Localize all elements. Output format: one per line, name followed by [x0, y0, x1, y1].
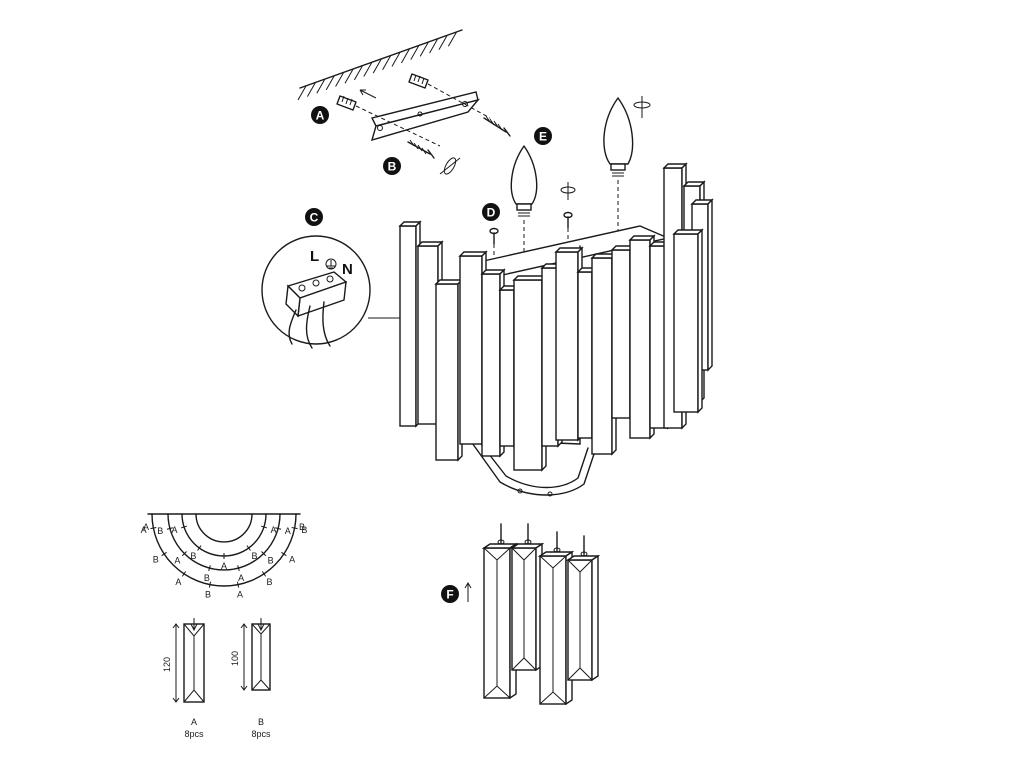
svg-text:F: F [446, 588, 453, 602]
crystal-a-letter: A [191, 717, 197, 727]
layout-position-label: A [175, 577, 181, 587]
hanging-crystal [565, 535, 601, 682]
crystal-bar [398, 220, 422, 428]
layout-position-label: A [238, 573, 244, 583]
layout-position-label: B [205, 589, 211, 599]
layout-position-label: A [172, 525, 178, 535]
wiring-detail: L N [261, 235, 410, 349]
layout-position-label: A [289, 555, 295, 565]
hanging-crystal [509, 523, 545, 672]
wall-mounting-group [297, 29, 511, 175]
layout-position-label: A [285, 526, 291, 536]
layout-position-label: B [153, 555, 159, 565]
fixing-screw-left [489, 227, 499, 262]
layout-position-label: B [268, 556, 274, 566]
layout-position-label: A [221, 561, 227, 571]
layout-position-label: B [252, 551, 258, 561]
layout-position-label: A [143, 522, 149, 532]
wall-plug-left [336, 95, 357, 111]
svg-text:B: B [388, 160, 397, 174]
screw-right [483, 115, 511, 137]
step-badge-d: D [482, 203, 500, 221]
neutral-label: N [342, 261, 353, 278]
live-label: L [310, 248, 319, 265]
svg-text:A: A [316, 109, 325, 123]
rotate-arrow-icon [560, 182, 576, 200]
crystal-bar [512, 274, 548, 472]
hanging-crystal [537, 531, 575, 706]
earth-ground-icon [325, 258, 337, 270]
direction-arrow-icon [464, 582, 472, 602]
layout-position-label: A [237, 589, 243, 599]
step-badge-b: B [383, 157, 401, 175]
crystal-a-length: 120 [162, 657, 172, 672]
step-badge-f: F [441, 585, 459, 603]
crystal-b-length: 100 [230, 651, 240, 666]
svg-text:E: E [539, 130, 547, 144]
terminal-block [285, 271, 348, 318]
candle-bulb-right [603, 97, 634, 242]
crystal-a-spec: 120 A 8pcs [162, 618, 205, 739]
step-badge-c: C [305, 208, 323, 226]
svg-text:C: C [310, 211, 319, 225]
bottom-cradle [469, 439, 597, 496]
layout-position-label: B [301, 525, 307, 535]
layout-position-label: A [270, 525, 276, 535]
layout-position-label: B [267, 577, 273, 587]
fixing-screw-right [563, 211, 573, 240]
layout-position-label: B [157, 526, 163, 536]
crystal-b-spec: 100 B 8pcs [230, 618, 271, 739]
layout-position-label: B [204, 573, 210, 583]
crystal-a-quantity: 8pcs [184, 729, 204, 739]
layout-position-label: A [174, 556, 180, 566]
wall-hatching [297, 29, 463, 101]
wall-plug-right [408, 73, 429, 89]
direction-arrow-icon [359, 89, 377, 99]
svg-text:D: D [487, 206, 496, 220]
crystal-bar [434, 278, 464, 462]
hanging-crystal [481, 523, 519, 700]
crystal-bar [672, 228, 704, 414]
lamp-fixture [398, 162, 714, 497]
crystal-b-quantity: 8pcs [251, 729, 271, 739]
layout-position-label: B [299, 522, 305, 532]
candle-bulb-left [510, 145, 538, 270]
mounting-bracket [370, 91, 480, 142]
step-badge-e: E [534, 127, 552, 145]
rotate-arrow-icon [633, 96, 651, 118]
crystal-b-letter: B [258, 717, 264, 727]
screw-left [407, 139, 435, 159]
hanging-crystals [481, 523, 601, 706]
rotate-arrow-icon [439, 157, 461, 175]
layout-position-label: B [190, 551, 196, 561]
layout-position-label: A [141, 525, 147, 535]
step-badge-a: A [311, 106, 329, 124]
